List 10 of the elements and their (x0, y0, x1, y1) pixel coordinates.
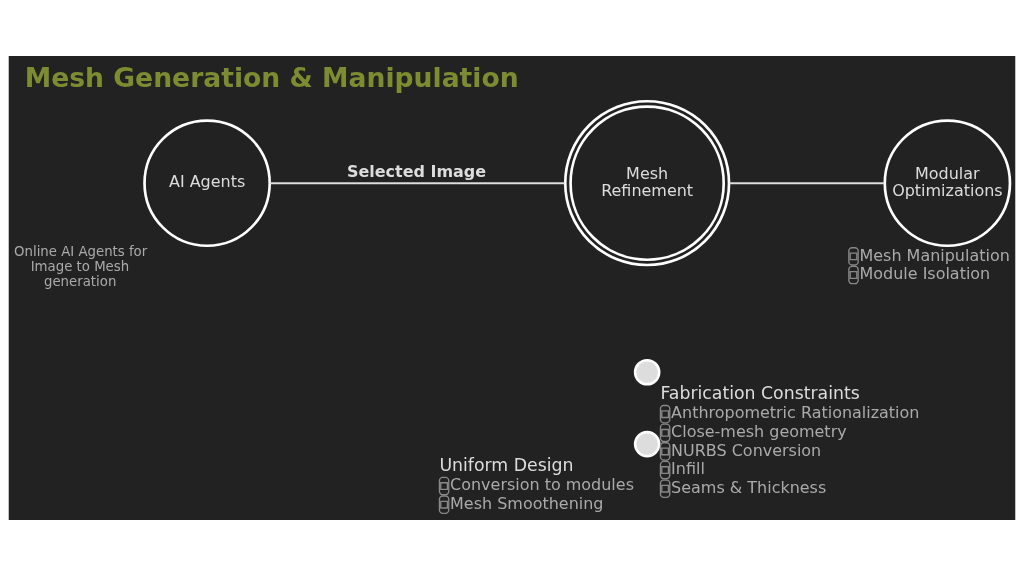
diagram-title: Mesh Generation & Manipulation (24, 61, 519, 93)
node-label: Seams & Thickness (671, 477, 827, 497)
node-label: Fabrication Constraints (660, 383, 860, 404)
node-label: Anthropometric Rationalization (671, 403, 920, 423)
node-label: Mesh Manipulation (859, 245, 1010, 265)
edge-label: Selected Image (346, 162, 487, 182)
node-label: NURBS Conversion (671, 440, 822, 460)
node-label: Close-mesh geometry (671, 421, 847, 441)
node-label: Infill (671, 459, 705, 479)
node-label: Module Isolation (859, 264, 991, 284)
